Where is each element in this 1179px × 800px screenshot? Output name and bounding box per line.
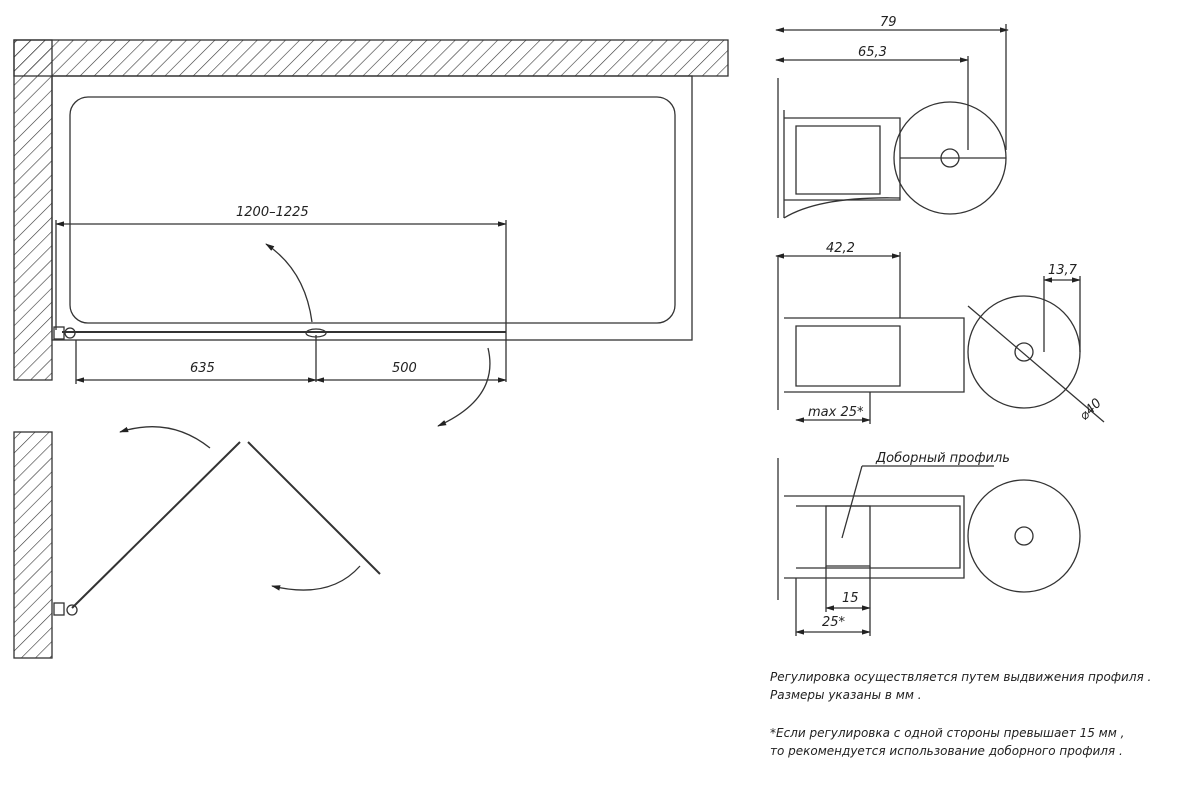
bathtub-outline [51,75,693,341]
rotation-arrow-down [437,347,491,427]
dim-total: 1200–1225 [236,205,309,220]
folded-view [13,426,381,659]
svg-text:42,2: 42,2 [826,241,855,256]
note-line-1: Регулировка осуществляется путем выдвиже… [770,670,1152,684]
plan-view [13,39,729,427]
wall-left-lower-hatched [13,431,53,659]
svg-text:25*: 25* [822,615,846,630]
svg-text:max 25*: max 25* [808,405,864,420]
dim-right: 500 [392,361,417,376]
wall-left-hatched [13,39,53,381]
svg-text:79: 79 [880,15,897,30]
label-extra-profile: Доборный профиль [875,451,1010,466]
hinge-wall [64,327,76,339]
rotation-arrow-up [265,243,313,323]
profile-section-2 [775,252,1105,424]
note-line-3: *Если регулировка с одной стороны превыш… [770,726,1125,740]
svg-text:13,7: 13,7 [1048,263,1078,278]
bathtub-inner [69,96,676,324]
dim-left: 635 [190,361,215,376]
wall-top-hatched [13,39,729,77]
svg-text:65,3: 65,3 [858,45,887,60]
svg-text:15: 15 [842,591,859,606]
profile-section-3 [777,458,1081,636]
note-line-2: Размеры указаны в мм . [770,688,922,702]
profile-section-1 [775,24,1009,219]
note-line-4: то рекомендуется использование доборного… [770,744,1123,758]
